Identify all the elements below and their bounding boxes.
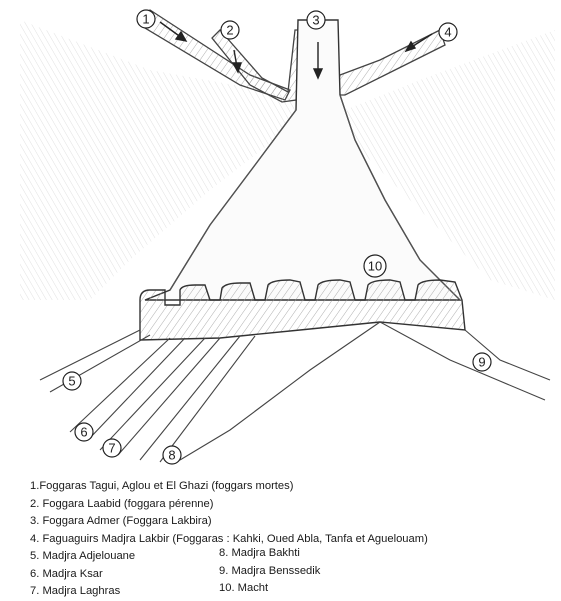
marker-7: 7 <box>103 439 121 457</box>
svg-text:5: 5 <box>68 374 75 389</box>
svg-text:8: 8 <box>168 448 175 463</box>
marker-1: 1 <box>137 10 155 28</box>
svg-text:6: 6 <box>80 425 87 440</box>
svg-text:3: 3 <box>312 13 319 28</box>
marker-3: 3 <box>307 11 325 29</box>
marker-10: 10 <box>364 255 386 277</box>
legend-item-9: 9. Madjra Benssedik <box>219 563 320 581</box>
marker-8: 8 <box>163 446 181 464</box>
svg-text:1: 1 <box>142 12 149 27</box>
legend-right: 8. Madjra Bakhti 9. Madjra Benssedik 10.… <box>219 545 320 598</box>
marker-4: 4 <box>439 23 457 41</box>
svg-text:9: 9 <box>478 355 485 370</box>
legend-item-3: 3. Foggara Admer (Foggara Lakbira) <box>30 513 428 531</box>
marker-6: 6 <box>75 423 93 441</box>
legend-item-8: 8. Madjra Bakhti <box>219 545 320 563</box>
legend-item-10: 10. Macht <box>219 580 320 598</box>
svg-text:4: 4 <box>444 25 451 40</box>
marker-5: 5 <box>63 372 81 390</box>
legend-item-1: 1.Foggaras Tagui, Aglou et El Ghazi (fog… <box>30 478 428 496</box>
marker-9: 9 <box>473 353 491 371</box>
marker-2: 2 <box>221 21 239 39</box>
svg-text:10: 10 <box>368 259 382 274</box>
legend-item-2: 2. Foggara Laabid (foggara pérenne) <box>30 496 428 514</box>
svg-text:7: 7 <box>108 441 115 456</box>
foggara-distribution-sketch: 1 2 3 4 5 6 7 8 9 10 <box>0 0 561 470</box>
svg-text:2: 2 <box>226 23 233 38</box>
